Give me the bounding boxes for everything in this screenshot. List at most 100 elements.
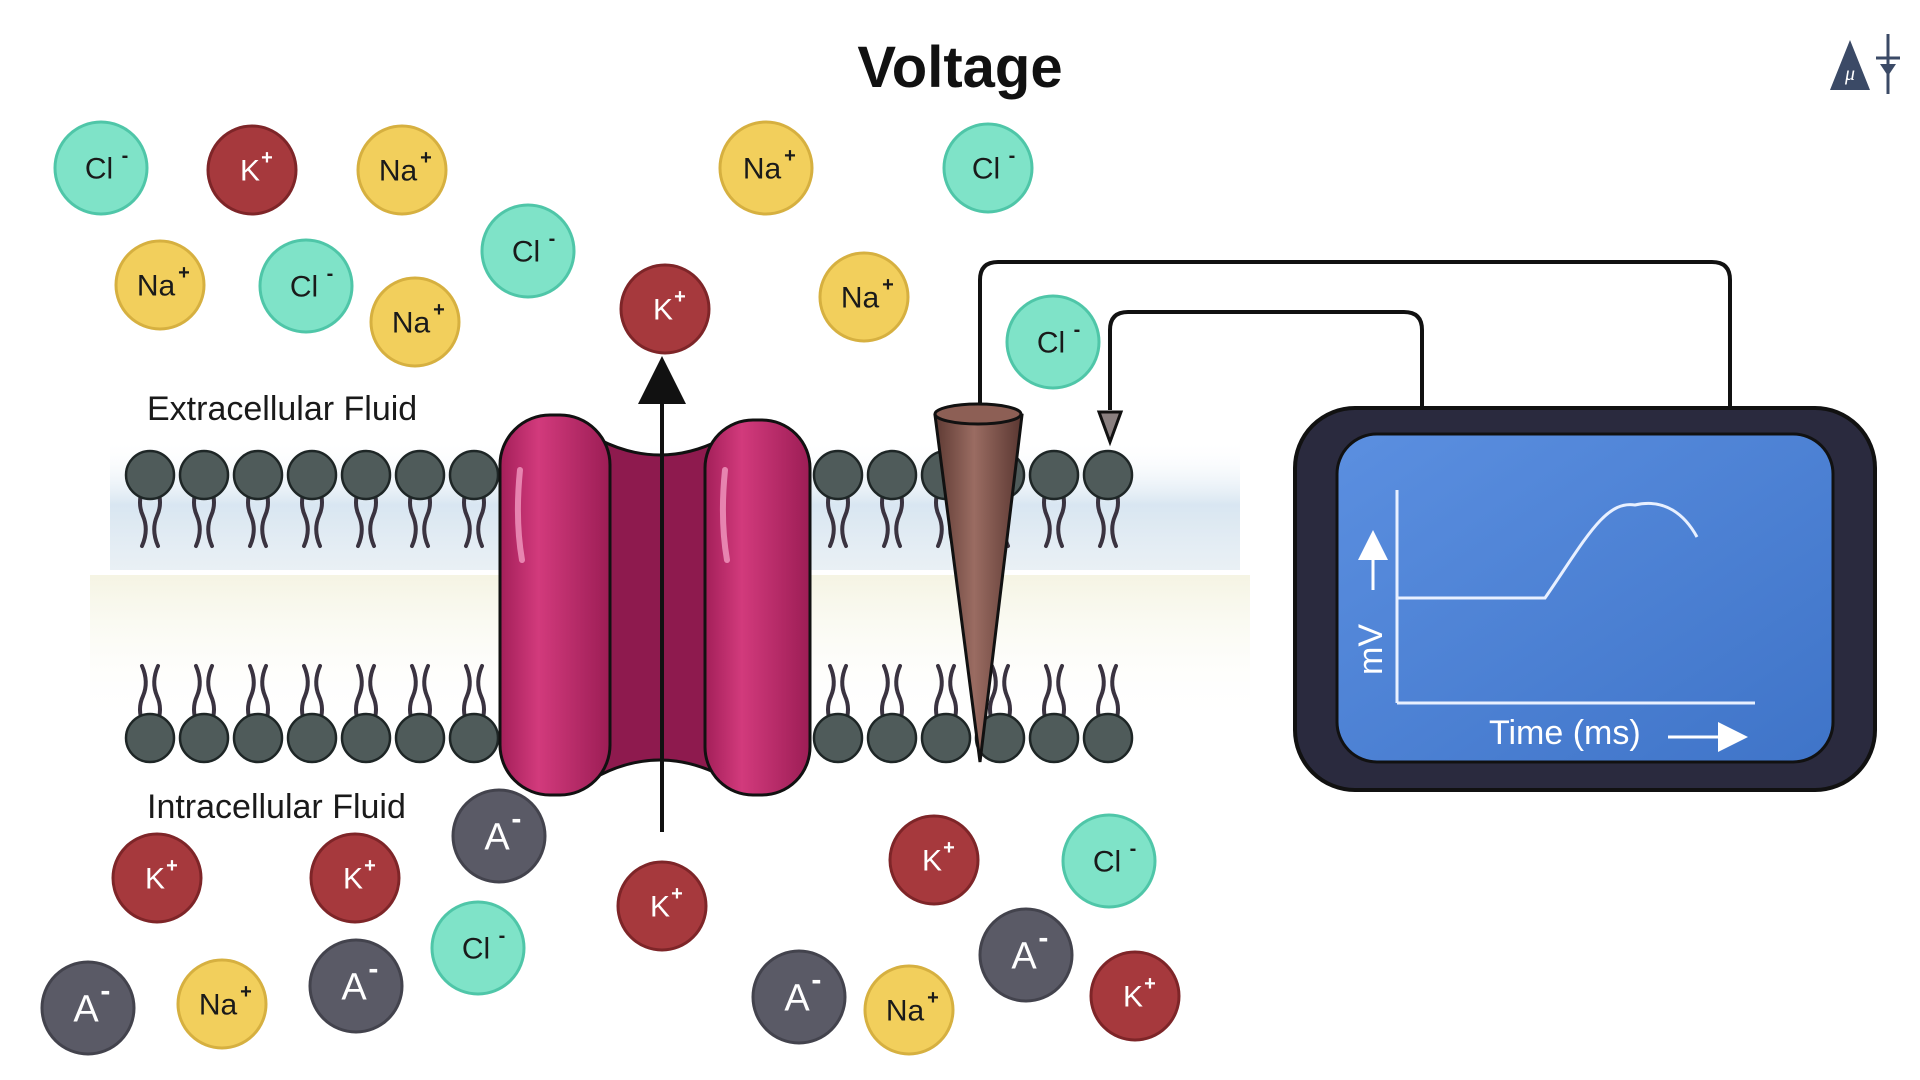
lipid-bilayer-left [124,449,500,764]
svg-text:Cl: Cl [85,153,113,186]
ion-layer: Cl-K+Na+Na+Cl-Na+Cl-K+Cl-Na+Na+Cl-K+K+A-… [40,120,1181,1056]
svg-text:+: + [420,147,432,169]
svg-text:A: A [73,988,99,1030]
ion-a: A- [751,949,847,1045]
svg-text:+: + [882,274,894,296]
ion-k: K+ [1089,950,1181,1042]
extracellular-label: Extracellular Fluid [147,390,417,428]
phospholipid-head [1028,449,1080,501]
phospholipid-head [866,449,918,501]
ion-cl: Cl- [1061,813,1157,909]
monitor-screen [1335,432,1835,764]
reference-electrode-icon [1096,410,1124,447]
wire-reference [1108,310,1424,410]
ion-k: K+ [616,860,708,952]
svg-text:-: - [811,963,821,996]
svg-text:-: - [1038,921,1048,954]
ion-cl: Cl- [942,122,1034,214]
phospholipid-head [178,449,230,501]
svg-text:Na: Na [392,307,431,340]
phospholipid-head [394,712,446,764]
svg-text:A: A [484,816,510,858]
ion-a: A- [308,938,404,1034]
phospholipid-head [866,712,918,764]
wire-recording [978,260,1732,410]
ion-na: Na+ [176,958,268,1050]
phospholipid-head [124,712,176,764]
ion-k: K+ [619,263,711,355]
channel-subunit-left [498,413,612,797]
monitor-x-label: Time (ms) [1489,714,1641,752]
svg-text:+: + [433,299,445,321]
phospholipid-head [1082,712,1134,764]
svg-text:K: K [650,891,670,924]
ion-cl: Cl- [53,120,149,216]
ion-a: A- [978,907,1074,1003]
svg-text:+: + [784,145,796,167]
svg-text:μ: μ [1844,63,1855,85]
phospholipid-head [812,712,864,764]
ion-k: K+ [111,832,203,924]
phospholipid-head [394,449,446,501]
phospholipid-head [232,449,284,501]
svg-text:K: K [653,294,673,327]
svg-text:A: A [784,977,810,1019]
svg-text:Na: Na [199,989,238,1022]
ion-na: Na+ [356,124,448,216]
svg-text:K: K [240,155,260,188]
svg-text:+: + [927,987,939,1009]
svg-text:Na: Na [886,995,925,1028]
svg-text:+: + [674,286,686,308]
ion-na: Na+ [369,276,461,368]
svg-text:-: - [499,925,506,947]
svg-text:Na: Na [379,155,418,188]
phospholipid-head [286,449,338,501]
ion-cl: Cl- [1005,294,1101,390]
ion-k: K+ [888,814,980,906]
svg-text:-: - [511,802,521,835]
phospholipid-head [124,449,176,501]
svg-text:K: K [343,863,363,896]
ion-channel [498,413,812,797]
channel-subunit-right [703,418,812,797]
svg-text:Na: Na [743,153,782,186]
svg-text:Na: Na [137,270,176,303]
phospholipid-head [286,712,338,764]
page-title: Voltage [857,35,1063,100]
ion-na: Na+ [818,251,910,343]
phospholipid-head [812,449,864,501]
ion-na: Na+ [114,239,206,331]
svg-text:+: + [1144,973,1156,995]
svg-text:Cl: Cl [1093,846,1121,879]
voltage-trace [1397,502,1699,600]
ion-na: Na+ [718,120,814,216]
svg-text:-: - [1130,838,1137,860]
svg-text:Cl: Cl [972,153,1000,186]
ion-k: K+ [309,832,401,924]
svg-text:-: - [1009,145,1016,167]
neuron-logo-icon: μ [1830,34,1900,94]
svg-text:+: + [261,147,273,169]
svg-text:A: A [1011,935,1037,977]
phospholipid-head [1082,449,1134,501]
svg-text:+: + [178,262,190,284]
svg-text:Cl: Cl [290,271,318,304]
phospholipid-head [920,712,972,764]
svg-text:K: K [922,845,942,878]
phospholipid-head [1028,712,1080,764]
svg-text:K: K [1123,981,1143,1014]
ion-k: K+ [206,124,298,216]
phospholipid-head [448,712,500,764]
svg-text:+: + [943,837,955,859]
svg-text:+: + [364,855,376,877]
phospholipid-head [178,712,230,764]
svg-text:+: + [166,855,178,877]
svg-text:Cl: Cl [512,236,540,269]
svg-text:Cl: Cl [462,933,490,966]
svg-text:-: - [549,228,556,250]
phospholipid-head [232,712,284,764]
recording-setup [933,260,1732,763]
svg-text:-: - [327,263,334,285]
phospholipid-head [448,449,500,501]
